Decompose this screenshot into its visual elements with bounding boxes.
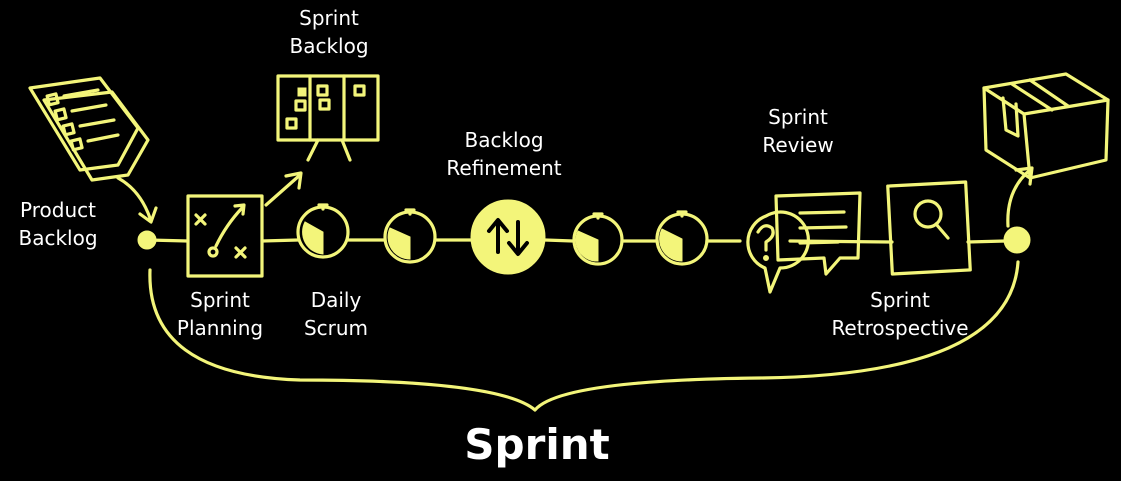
backlog-to-start-arrow [116,176,158,224]
end-node [1003,226,1031,254]
up-down-arrows-icon [470,199,546,275]
stopwatch-icon [655,210,709,266]
sprint-title: Sprint [464,420,610,469]
strategy-board-icon [186,194,264,278]
sprint-brace [148,260,1020,412]
stopwatch-icon [296,203,350,259]
end-to-box-arrow [1006,166,1034,228]
speech-bubble-question-icon [746,191,862,294]
magnifier-icon [886,180,972,276]
start-node [137,230,157,250]
stopwatch-icon [572,212,624,266]
planning-to-backlog-arrow [264,171,303,207]
kanban-board-icon [276,74,380,162]
timeline-line [146,238,1007,244]
document-checklist-icon [28,76,150,182]
package-box-icon [982,72,1110,180]
stopwatch-icon [383,208,437,264]
